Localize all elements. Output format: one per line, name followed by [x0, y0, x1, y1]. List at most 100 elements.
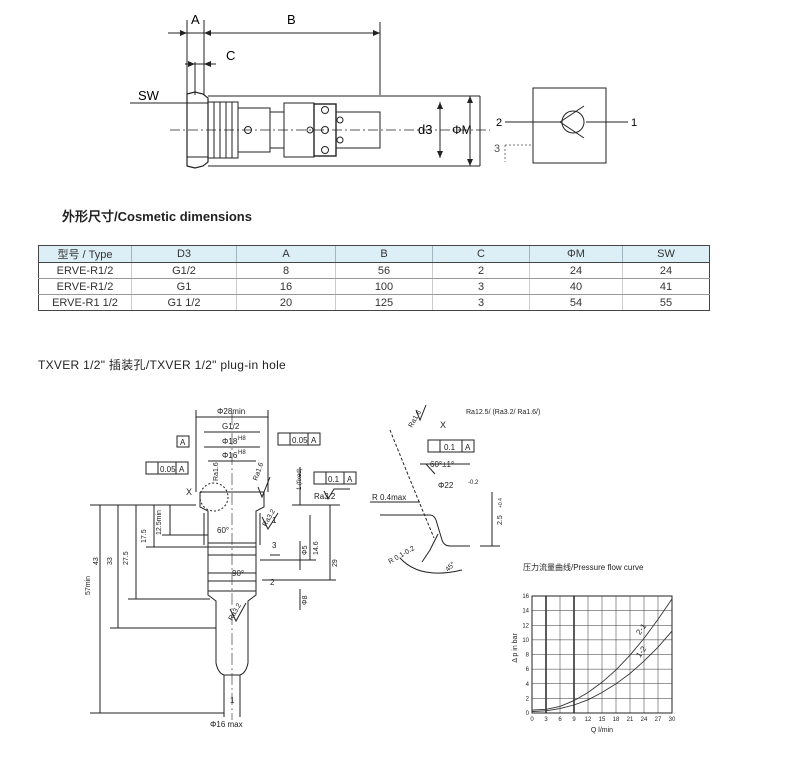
x-tick-label: 3: [544, 717, 548, 723]
x-tick-label: 27: [655, 717, 662, 723]
cell-b: 56: [335, 262, 433, 279]
series-label: 1-2: [634, 644, 648, 659]
cell-c: 2: [432, 262, 530, 279]
ref-a-2: A: [311, 436, 317, 445]
table-row: ERVE-R1/2 G1 16 100 3 40 41: [38, 278, 710, 295]
cell-d3: G1 1/2: [131, 294, 237, 311]
ref-a-4: A: [347, 475, 353, 484]
ra-32-top: Ra3.2: [314, 492, 336, 501]
series-line-1-2: [531, 630, 673, 712]
detail-angle-60: 60°±1°: [430, 460, 454, 469]
valve-outline-drawing: A B C SW d3 ΦM 2 1 3: [130, 12, 637, 169]
plugin-hole-drawing: Φ28min G1/2 Φ18 H8 Φ16 H8 A 0.05 A 0.05 …: [85, 407, 357, 729]
perp-tol: 0.1: [328, 475, 340, 484]
dim-d5: Φ5: [302, 545, 309, 555]
pos-tol-1: 0.05: [292, 436, 308, 445]
detail-r0102: R 0.1-0.2: [388, 545, 417, 566]
dim-m-label: ΦM: [452, 123, 472, 137]
cell-b: 100: [335, 278, 433, 295]
x-tick-label: 6: [558, 717, 562, 723]
chart-grid: [531, 595, 673, 714]
y-tick-label: 2: [526, 696, 530, 702]
plugin-hole-heading: TXVER 1/2" 插装孔/TXVER 1/2" plug-in hole: [38, 358, 287, 372]
dim-d18-tol: H8: [238, 436, 246, 442]
mark-3: 3: [272, 541, 277, 550]
cell-sw: 41: [622, 278, 710, 295]
col-c: C: [432, 245, 530, 263]
cosmetic-dimensions-table: 型号 / Type D3 A B C ΦM SW ERVE-R1/2 G1/2 …: [38, 245, 710, 311]
cell-d3: G1: [131, 278, 237, 295]
x-tick-label: 18: [613, 717, 620, 723]
dim-12-5: 12.5min: [156, 510, 163, 535]
port-3-label: 3: [494, 143, 500, 155]
dim-57: 57min: [85, 576, 92, 595]
cell-a: 20: [236, 294, 336, 311]
cell-sw: 24: [622, 262, 710, 279]
mark-1-bottom: 1: [230, 696, 235, 705]
detail-flatness: 0.1: [444, 443, 456, 452]
detail-d22: Φ22: [438, 481, 454, 490]
cell-a: 16: [236, 278, 336, 295]
x-tick-label: 12: [585, 717, 592, 723]
y-tick-label: 14: [522, 609, 529, 615]
y-tick-label: 12: [522, 623, 529, 629]
dim-a-label: A: [191, 12, 200, 27]
col-sw: SW: [622, 245, 710, 263]
detail-r04: R 0.4max: [372, 493, 406, 502]
cosmetic-dimensions-heading: 外形尺寸/Cosmetic dimensions: [62, 209, 252, 224]
cell-m: 40: [529, 278, 623, 295]
cell-d3: G1/2: [131, 262, 237, 279]
dim-b-label: B: [287, 12, 296, 27]
y-tick-label: 8: [526, 653, 530, 659]
dim-29: 29: [332, 559, 339, 567]
x-tick-label: 15: [599, 717, 606, 723]
port-1-label: 1: [631, 117, 637, 129]
col-type: 型号 / Type: [38, 245, 132, 263]
y-tick-label: 4: [526, 682, 530, 688]
pressure-flow-chart: 压力流量曲线/Pressure flow curve Δ p in bar Q …: [512, 562, 676, 734]
dim-d16: Φ16: [222, 451, 238, 460]
plot-frame: [531, 595, 673, 714]
detail-ra-spec: Ra12.5/ (Ra3.2/ Ra1.6/): [466, 409, 540, 416]
cell-c: 3: [432, 294, 530, 311]
x-tick-label: 24: [641, 717, 648, 723]
col-b: B: [335, 245, 433, 263]
check-valve-symbol: [504, 87, 628, 164]
angle-90: 90°: [232, 569, 244, 578]
detail-ref-a: A: [465, 443, 471, 452]
dim-d18: Φ18: [222, 437, 238, 446]
y-tick-label: 0: [526, 711, 530, 717]
table-row: ERVE-R1/2 G1/2 8 56 2 24 24: [38, 262, 710, 279]
dim-17-5: 17.5: [141, 529, 148, 543]
cell-m: 54: [529, 294, 623, 311]
ref-a-1: A: [180, 438, 186, 447]
dim-d8: Φ8: [302, 595, 309, 605]
x-tick-label: 30: [669, 717, 676, 723]
y-tick-label: 6: [526, 667, 530, 673]
detail-x-drawing: Ra12.5/ (Ra3.2/ Ra1.6/) Ra1.6 X 0.1 A 60…: [370, 404, 540, 574]
dim-d16-tol: H8: [238, 450, 246, 456]
dim-27-5: 27.5: [123, 551, 130, 565]
ra-16-right: Ra1.6: [252, 462, 265, 482]
dim-sw-label: SW: [138, 88, 160, 103]
ra-16-top: Ra1.6: [213, 462, 220, 481]
cell-type: ERVE-R1 1/2: [38, 294, 132, 311]
y-tick-label: 16: [522, 594, 529, 600]
cell-m: 24: [529, 262, 623, 279]
cell-sw: 55: [622, 294, 710, 311]
x-tick-label: 0: [530, 717, 534, 723]
angle-60: 60°: [217, 526, 229, 535]
table-header-row: 型号 / Type D3 A B C ΦM SW: [38, 245, 710, 263]
table-row: ERVE-R1 1/2 G1 1/2 20 125 3 54 55: [38, 294, 710, 311]
ref-a-3: A: [179, 465, 185, 474]
detail-h25: 2.5: [497, 515, 504, 525]
y-tick-label: 10: [522, 638, 529, 644]
col-m: ΦM: [529, 245, 623, 263]
detail-x-label: X: [440, 420, 446, 430]
pos-tol-2: 0.05: [160, 465, 176, 474]
dim-d3-label: d3: [418, 122, 432, 137]
chart-title: 压力流量曲线/Pressure flow curve: [523, 562, 644, 572]
cell-type: ERVE-R1/2: [38, 278, 132, 295]
cell-b: 125: [335, 294, 433, 311]
